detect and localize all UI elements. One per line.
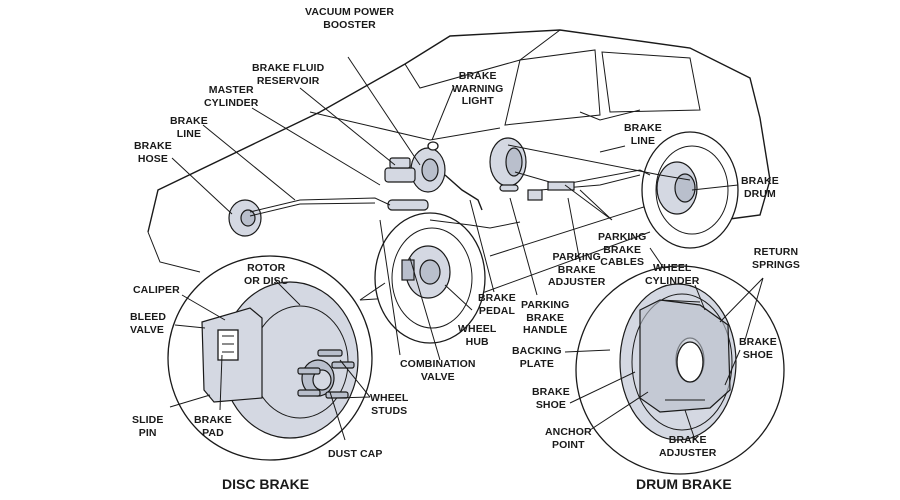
drum-brake-detail — [575, 247, 785, 475]
caption-disc-brake: DISC BRAKE — [222, 476, 310, 492]
front-left-disc — [228, 199, 262, 237]
rear-left-drum — [489, 137, 527, 187]
label-parking-brake-cables: PARKING BRAKE CABLES — [598, 231, 647, 268]
brake-lines — [249, 144, 691, 229]
label-return-springs: RETURN SPRINGS — [752, 246, 800, 271]
label-wheel-hub: WHEEL HUB — [458, 323, 497, 348]
label-parking-brake-adjuster: PARKING BRAKE ADJUSTER — [548, 251, 606, 288]
label-bleed-valve: BLEED VALVE — [130, 311, 167, 336]
label-rotor-or-disc: ROTOR OR DISC — [244, 262, 289, 287]
label-brake-shoe-left: BRAKE SHOE — [532, 386, 570, 411]
caption-drum-brake: DRUM BRAKE — [636, 476, 732, 492]
label-vacuum-power-booster: VACUUM POWER BOOSTER — [305, 6, 395, 31]
disc-brake-detail — [167, 255, 386, 461]
label-brake-hose: BRAKE HOSE — [134, 140, 172, 165]
label-backing-plate: BACKING PLATE — [512, 345, 562, 370]
label-parking-brake-handle: PARKING BRAKE HANDLE — [521, 299, 570, 336]
label-brake-line-front: BRAKE LINE — [170, 115, 208, 140]
label-brake-warning-light: BRAKE WARNING LIGHT — [452, 70, 504, 107]
label-brake-adjuster: BRAKE ADJUSTER — [659, 434, 717, 459]
label-brake-pedal: BRAKE PEDAL — [478, 292, 516, 317]
label-brake-pad: BRAKE PAD — [194, 414, 232, 439]
label-anchor-point: ANCHOR POINT — [545, 426, 592, 451]
rear-wheel — [641, 131, 739, 249]
front-wheel — [374, 212, 486, 344]
label-master-cylinder: MASTER CYLINDER — [204, 84, 259, 109]
label-brake-line-rear: BRAKE LINE — [624, 122, 662, 147]
leader-lines — [169, 56, 764, 441]
label-combination-valve: COMBINATION VALVE — [400, 358, 476, 383]
label-wheel-studs: WHEEL STUDS — [370, 392, 409, 417]
booster-assembly — [384, 141, 483, 211]
label-brake-drum: BRAKE DRUM — [741, 175, 779, 200]
label-slide-pin: SLIDE PIN — [132, 414, 164, 439]
label-dust-cap: DUST CAP — [328, 448, 383, 460]
label-brake-fluid-reservoir: BRAKE FLUID RESERVOIR — [252, 62, 325, 87]
label-brake-shoe-right: BRAKE SHOE — [739, 336, 777, 361]
label-wheel-cylinder: WHEEL CYLINDER — [645, 262, 700, 287]
label-caliper: CALIPER — [133, 284, 180, 296]
